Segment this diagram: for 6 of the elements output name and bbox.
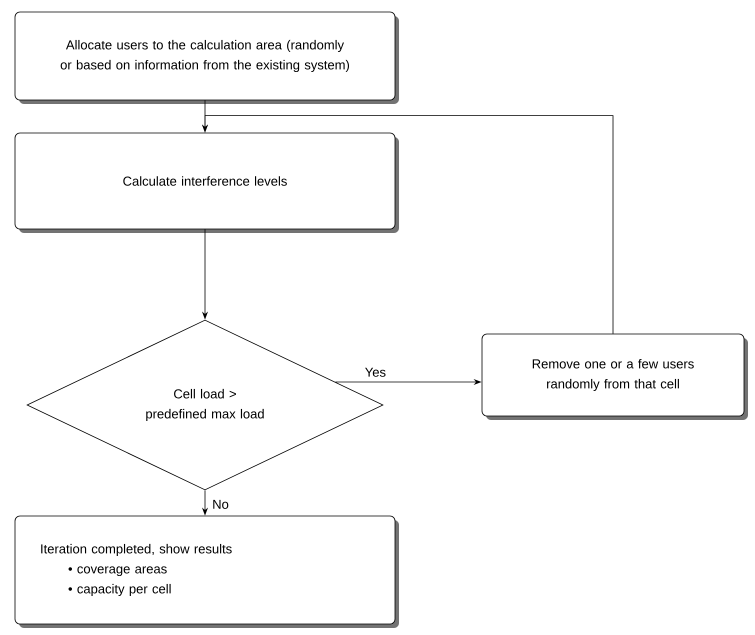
process-box: Remove one or a few users randomly from that cell: [482, 334, 748, 420]
process-box: Allocate users to the calculation area (randomly or based on information from the existing system): [14, 12, 399, 104]
process-box: Iteration completed, show results • coverage areas • capacity per cell: [14, 516, 399, 628]
process-box: Calculate interference levels: [14, 132, 399, 233]
edge-label: Yes: [365, 368, 386, 377]
edge-label: No: [213, 500, 228, 509]
